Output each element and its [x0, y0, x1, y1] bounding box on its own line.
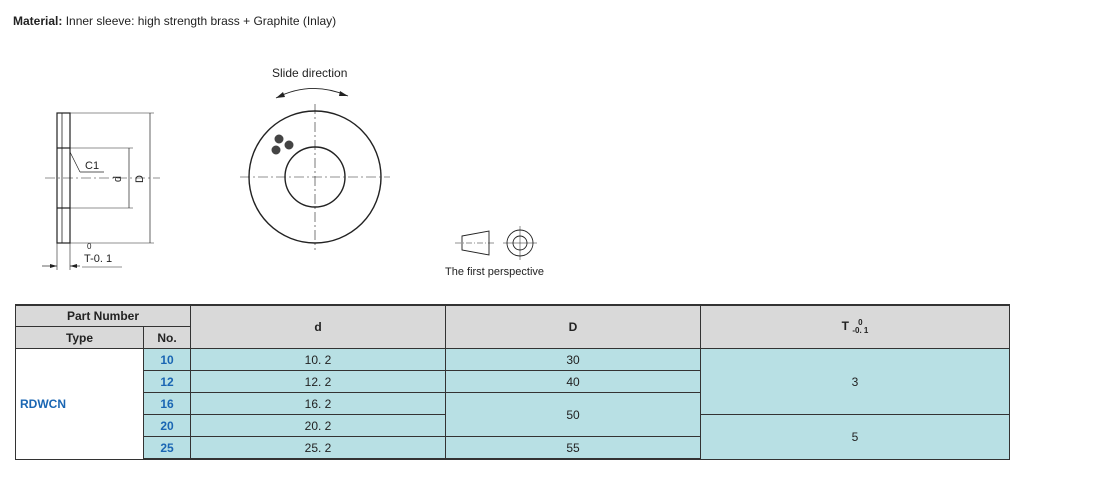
dim-c1-label: C1 — [85, 160, 100, 172]
slide-direction-arrow — [275, 88, 349, 99]
graphite-plug — [274, 134, 284, 144]
D-cell: 50 — [445, 392, 701, 437]
side-view — [42, 112, 160, 270]
technical-drawing — [42, 88, 537, 270]
spec-table: Part Number d D T 0 -0. 1 Type No. RDWCN… — [15, 304, 1010, 460]
graphite-plug — [284, 140, 294, 150]
d-cell: 16. 2 — [190, 392, 446, 415]
D-header: D — [445, 304, 701, 349]
material-text: Inner sleeve: high strength brass + Grap… — [62, 14, 337, 28]
first-perspective-symbol — [455, 226, 537, 260]
projection-trapezoid — [461, 230, 490, 256]
type-header: Type — [15, 326, 144, 349]
T-header-label: T — [841, 319, 849, 334]
dim-t-label: T-0. 1 — [84, 253, 113, 265]
no-cell: 12 — [143, 370, 191, 393]
no-cell: 20 — [143, 414, 191, 437]
D-cell: 40 — [445, 370, 701, 393]
material-sep: : — [58, 14, 63, 28]
no-cell: 16 — [143, 392, 191, 415]
table-row: 20 20. 2 5 — [16, 414, 1010, 460]
no-cell: 25 — [143, 436, 191, 460]
table-row: RDWCN 10 10. 2 30 3 — [15, 348, 1010, 460]
material-label: Material — [13, 14, 59, 28]
dim-t-upper-label: 0 — [87, 242, 92, 251]
T-header: T 0 -0. 1 — [700, 304, 1010, 349]
d-cell: 10. 2 — [190, 348, 446, 371]
d-cell: 20. 2 — [190, 414, 446, 437]
c1-leader — [69, 151, 81, 173]
T-tol-lower: -0. 1 — [852, 326, 869, 335]
graphite-plug — [271, 145, 281, 155]
table-row: 25 25. 2 55 — [16, 436, 1010, 460]
first-perspective-label: The first perspective — [445, 266, 545, 278]
T-header-tolerance: 0 -0. 1 — [852, 319, 868, 335]
d-cell: 25. 2 — [190, 436, 446, 460]
no-cell: 10 — [143, 348, 191, 371]
table-row: 16 16. 2 50 — [16, 392, 1010, 437]
T-tol-upper: 0 — [858, 318, 863, 327]
type-cell: RDWCN — [15, 348, 144, 460]
D-cell: 55 — [445, 436, 701, 460]
d-header: d — [190, 304, 446, 349]
d-cell: 12. 2 — [190, 370, 446, 393]
material-line: Material: Inner sleeve: high strength br… — [13, 14, 336, 28]
D-cell: 30 — [445, 348, 701, 371]
T-cell: 5 — [700, 414, 1010, 460]
dim-D-label: D — [133, 175, 146, 183]
dim-d-label: d — [112, 175, 125, 183]
T-cell: 3 — [700, 348, 1010, 415]
slide-direction-label: Slide direction — [272, 66, 348, 80]
front-view — [240, 88, 390, 250]
no-header: No. — [143, 326, 191, 349]
part-number-header: Part Number — [15, 304, 191, 327]
